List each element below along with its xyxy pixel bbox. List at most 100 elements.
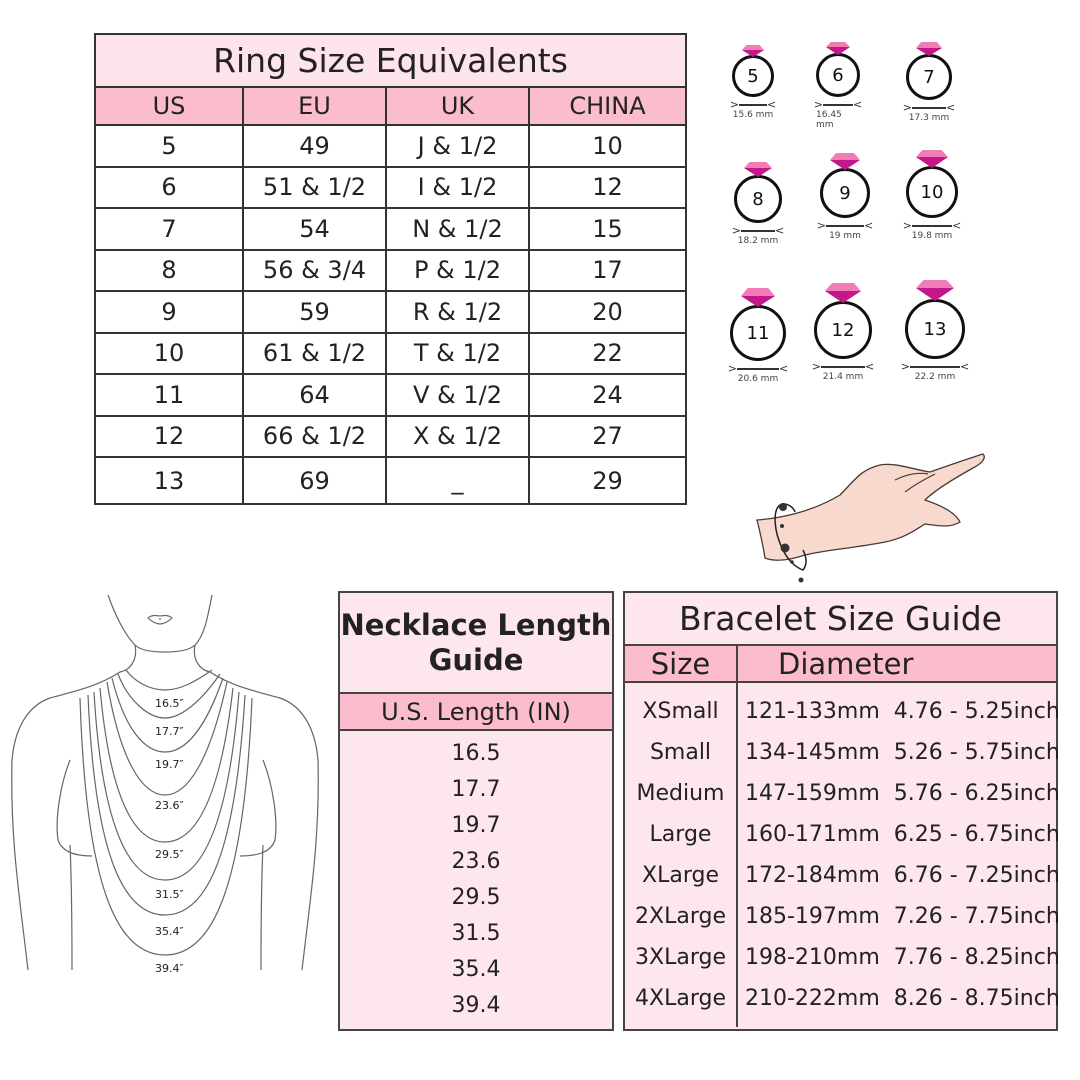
cell-china: 10: [592, 131, 623, 160]
necklace-body-figure: [11, 594, 319, 971]
cell-diameter: 210-222mm 8.26 - 8.75inch: [745, 986, 1060, 1011]
ring-diameter-label: 16.45 mm: [816, 110, 842, 130]
cell-uk: N & 1/2: [387, 209, 530, 249]
cell-eu: 51 & 1/2: [244, 167, 387, 207]
ring-diameter-label: 21.4 mm: [822, 372, 864, 382]
ring-band: 11: [730, 305, 786, 361]
bracelet-table-title: Bracelet Size Guide: [625, 593, 1056, 646]
ring-table-header-row: US EU UK CHINA: [96, 88, 685, 126]
ring-diameter-label: 20.6 mm: [737, 374, 779, 384]
ring-diameter-label: 19.8 mm: [911, 231, 953, 241]
ring-diameter-label: 15.6 mm: [732, 110, 774, 120]
necklace-table-header: U.S. Length (IN): [340, 694, 612, 731]
ring-size-label: 8: [752, 188, 764, 210]
cell-diameter: 134-145mm 5.26 - 5.75inch: [745, 740, 1060, 765]
cell-size: 2XLarge: [635, 904, 726, 929]
ring-size-icon: 13><22.2 mm: [901, 280, 969, 382]
cell-china: 24: [592, 380, 623, 409]
necklace-table-title: Necklace Length Guide: [340, 593, 612, 694]
cell-china: 17: [592, 256, 623, 285]
table-row: 13 69 _ 29: [96, 458, 685, 503]
cell-uk: P & 1/2: [387, 250, 530, 290]
ring-band: 10: [906, 166, 958, 218]
ring-size-label: 10: [920, 181, 944, 203]
gem-icon: [741, 288, 775, 307]
hand-bracelet-icon: [756, 453, 985, 583]
ring-size-icon: 12><21.4 mm: [812, 283, 874, 382]
cell-china: 15: [592, 214, 623, 243]
ring-size-label: 7: [923, 66, 935, 88]
list-item: 17.7: [451, 776, 501, 802]
cell-us: 10: [96, 333, 244, 373]
ring-diameter-label: 22.2 mm: [914, 372, 956, 382]
ring-diameter-label: 17.3 mm: [908, 113, 950, 123]
gem-icon: [916, 150, 948, 168]
cell-uk: I & 1/2: [387, 167, 530, 207]
list-item: 39.4: [451, 992, 501, 1018]
ring-size-label: 13: [923, 318, 947, 340]
cell-uk: V & 1/2: [387, 375, 530, 415]
table-row: 9 59 R & 1/2 20: [96, 292, 685, 334]
cell-eu: 56 & 3/4: [244, 250, 387, 290]
cell-uk: X & 1/2: [387, 416, 530, 456]
necklace-label: 35.4″: [155, 925, 184, 938]
cell-uk: T & 1/2: [387, 333, 530, 373]
ring-diameter-label: 18.2 mm: [737, 236, 779, 246]
necklace-label: 17.7″: [155, 725, 184, 738]
cell-diameter: 198-210mm 7.76 - 8.25inch: [745, 945, 1060, 970]
list-item: 31.5: [451, 920, 501, 946]
cell-diameter: 160-171mm 6.25 - 6.75inch: [745, 822, 1060, 847]
cell-us: 6: [96, 167, 244, 207]
cell-size: XLarge: [642, 863, 719, 888]
cell-size: Medium: [636, 781, 725, 806]
cell-us: 5: [96, 126, 244, 166]
cell-eu: 49: [244, 126, 387, 166]
table-row: 7 54 N & 1/2 15: [96, 209, 685, 251]
cell-eu: 59: [244, 292, 387, 332]
necklace-label: 31.5″: [155, 888, 184, 901]
cell-eu: 61 & 1/2: [244, 333, 387, 373]
header-diameter: Diameter: [778, 646, 914, 681]
cell-uk: J & 1/2: [387, 126, 530, 166]
ring-band: 9: [820, 168, 870, 218]
measure-arrow-icon: ><: [729, 98, 777, 111]
necklace-label: 39.4″: [155, 962, 184, 975]
gem-icon: [744, 162, 772, 177]
ring-band: 6: [816, 53, 860, 97]
cell-uk: _: [387, 458, 530, 503]
cell-china: 27: [592, 422, 623, 451]
table-row: 5 49 J & 1/2 10: [96, 126, 685, 168]
ring-band: 8: [734, 175, 782, 223]
cell-diameter: 185-197mm 7.26 - 7.75inch: [745, 904, 1060, 929]
header-size: Size: [625, 646, 738, 681]
cell-size: Large: [649, 822, 712, 847]
cell-china: 22: [592, 339, 623, 368]
table-row: 6 51 & 1/2 I & 1/2 12: [96, 167, 685, 209]
gem-icon: [916, 42, 942, 56]
gem-icon: [830, 153, 860, 170]
ring-size-icon: 6><16.45 mm: [813, 42, 863, 130]
table-row: 8 56 & 3/4 P & 1/2 17: [96, 250, 685, 292]
cell-eu: 64: [244, 375, 387, 415]
cell-china: 20: [592, 297, 623, 326]
ring-size-icon: 9><19 mm: [817, 153, 873, 241]
cell-diameter: 172-184mm 6.76 - 7.25inch: [745, 863, 1060, 888]
ring-band: 5: [732, 55, 774, 97]
ring-size-label: 5: [747, 65, 759, 87]
measure-arrow-icon: ><: [731, 224, 785, 237]
ring-size-icon: 11><20.6 mm: [728, 288, 788, 384]
gem-icon: [826, 42, 850, 55]
ring-size-icon: 5 ><15.6 mm: [729, 45, 777, 120]
cell-uk: R & 1/2: [387, 292, 530, 332]
list-item: 35.4: [451, 956, 501, 982]
cell-diameter: 147-159mm 5.76 - 6.25inch: [745, 781, 1060, 806]
necklace-label: 29.5″: [155, 848, 184, 861]
ring-size-icon: 7><17.3 mm: [903, 42, 955, 123]
bracelet-size-table: Bracelet Size Guide Size Diameter XSmall…: [623, 591, 1060, 1031]
ring-size-table: Ring Size Equivalents US EU UK CHINA 5 4…: [94, 33, 687, 505]
header-china: CHINA: [569, 92, 646, 120]
list-item: 29.5: [451, 884, 501, 910]
cell-eu: 66 & 1/2: [244, 416, 387, 456]
measure-arrow-icon: ><: [813, 98, 863, 111]
cell-size: 4XLarge: [635, 986, 726, 1011]
